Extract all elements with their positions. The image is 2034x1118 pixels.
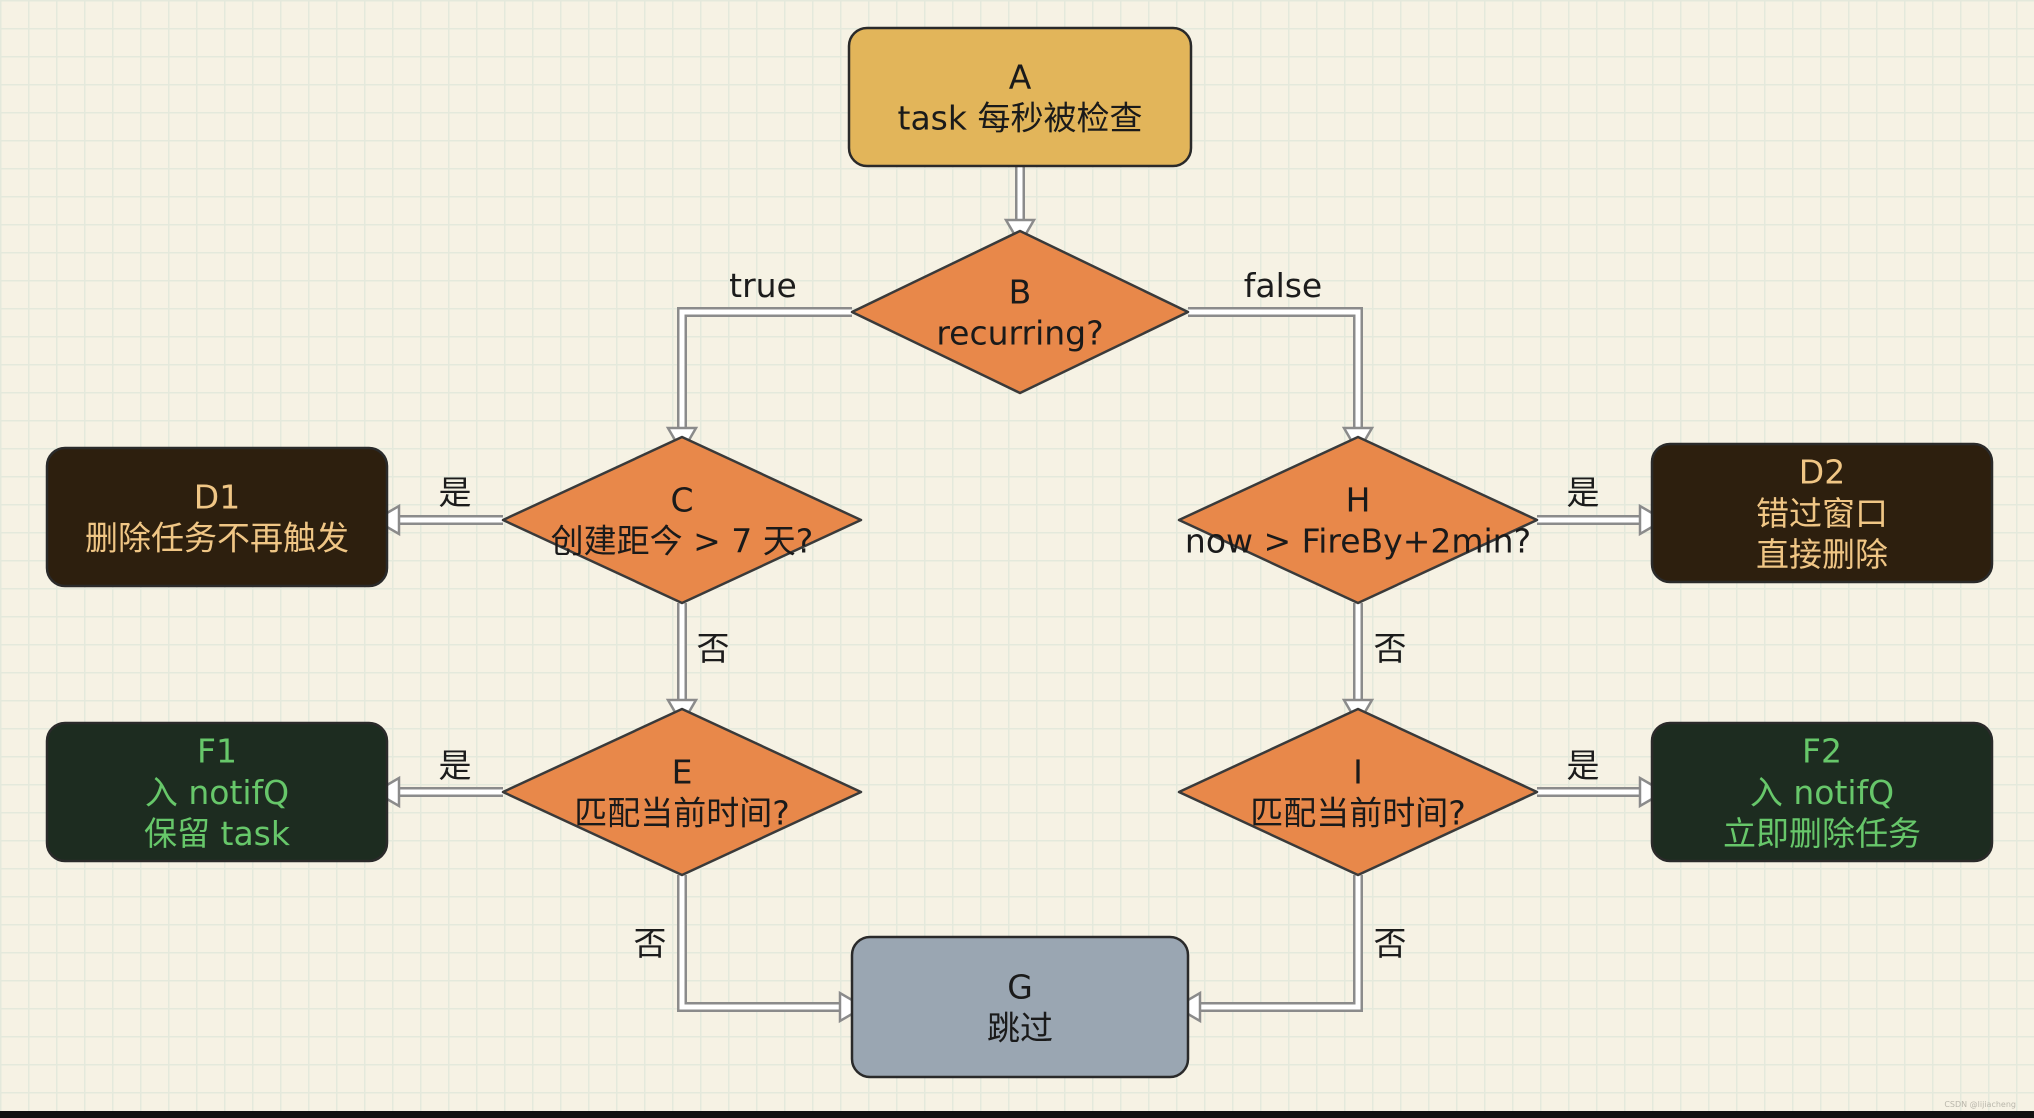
node-i-id: I: [1353, 752, 1363, 791]
node-c-label-1: 创建距今 > 7 天?: [551, 522, 814, 561]
edge-b-h: [1188, 307, 1375, 455]
edge-b-c: [665, 307, 852, 455]
edge-label-h-d2: 是: [1567, 473, 1600, 512]
connector-line-inner: [679, 875, 840, 1010]
watermark: CSDN @lijiacheng: [1944, 1100, 2016, 1109]
node-d2-label-1: 错过窗口: [1756, 494, 1888, 533]
edge-label-i-f2: 是: [1567, 746, 1600, 785]
node-f1-box: [45, 721, 389, 863]
node-f1-label-1: 入 notifQ: [145, 773, 289, 812]
node-d1-id: D1: [194, 477, 240, 516]
node-c-diamond: [501, 435, 863, 605]
node-a-label-1: task 每秒被检查: [898, 99, 1143, 138]
edge-label-b-c: true: [729, 266, 797, 305]
node-g-id: G: [1007, 967, 1033, 1006]
connector-line-inner: [1200, 875, 1361, 1010]
connector-line: [1200, 875, 1363, 1012]
footer-bar: [0, 1111, 2034, 1118]
edge-label-c-d1: 是: [439, 473, 472, 512]
node-f2-label-1: 入 notifQ: [1750, 773, 1894, 812]
node-g-label-1: 跳过: [987, 1009, 1053, 1048]
node-h-diamond: [1177, 435, 1539, 605]
node-f1-label-2: 保留 task: [144, 814, 291, 853]
node-h-label-1: now > FireBy+2min?: [1185, 522, 1531, 561]
node-d2-id: D2: [1799, 453, 1845, 492]
node-e-id: E: [672, 752, 693, 791]
edge-i-f2: [1537, 775, 1667, 809]
node-e-diamond: [501, 707, 863, 877]
node-g: G跳过: [850, 935, 1190, 1079]
node-f1-id: F1: [197, 732, 237, 771]
node-i-diamond: [1177, 707, 1539, 877]
edge-label-e-g: 否: [634, 924, 667, 963]
node-g-box: [850, 935, 1190, 1079]
edge-h-i: [1341, 603, 1375, 727]
node-a-box: [847, 26, 1193, 168]
node-b-id: B: [1009, 272, 1032, 311]
connector-line-inner: [1188, 309, 1361, 428]
node-a-id: A: [1009, 57, 1032, 96]
edge-c-e: [665, 603, 699, 727]
edge-i-g: [1173, 875, 1363, 1024]
edge-e-g: [677, 875, 867, 1024]
node-f2-box: [1650, 721, 1994, 863]
node-d2-label-2: 直接删除: [1756, 535, 1888, 574]
edge-label-c-e: 否: [697, 629, 730, 668]
node-h-id: H: [1346, 480, 1371, 519]
node-d1-label-1: 删除任务不再触发: [85, 519, 349, 558]
connector-line-inner: [679, 309, 852, 428]
node-f2-id: F2: [1802, 732, 1842, 771]
edge-label-b-h: false: [1244, 266, 1323, 305]
connector-line: [677, 307, 852, 428]
edge-label-i-g: 否: [1374, 924, 1407, 963]
connector-line: [677, 875, 840, 1012]
node-i-label-1: 匹配当前时间?: [1250, 794, 1466, 833]
node-b-label-1: recurring?: [936, 314, 1103, 353]
node-f2-label-2: 立即删除任务: [1723, 814, 1921, 853]
node-c-id: C: [670, 480, 693, 519]
node-b-diamond: [850, 229, 1190, 395]
edge-label-e-f1: 是: [439, 746, 472, 785]
connector-line: [1188, 307, 1363, 428]
edge-label-h-i: 否: [1374, 629, 1407, 668]
edge-h-d2: [1537, 503, 1667, 537]
node-d1-box: [45, 446, 389, 588]
node-e-label-1: 匹配当前时间?: [574, 794, 790, 833]
node-d2-box: [1650, 442, 1994, 584]
